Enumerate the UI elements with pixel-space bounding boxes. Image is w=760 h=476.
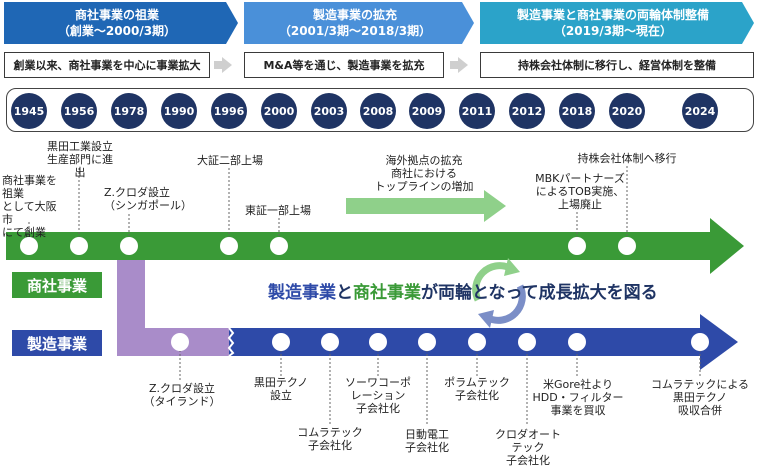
mfg-dot-2024 — [691, 333, 709, 351]
phase-1-header: 商社事業の祖業 （創業〜2000/3期） — [4, 2, 230, 44]
event-nichido: 日動電工 子会社化 — [405, 428, 449, 454]
year-1996: 1996 — [211, 93, 247, 129]
year-2000: 2000 — [261, 93, 297, 129]
trading-dot-2020 — [618, 237, 636, 255]
cycle-arrow-green — [472, 262, 512, 302]
mfg-dot-2008 — [369, 333, 387, 351]
mfg-dot-2012 — [518, 333, 536, 351]
phase-2-title: 製造事業の拡充 — [312, 8, 397, 22]
expansion-arrow — [346, 190, 506, 222]
year-2011: 2011 — [459, 93, 495, 129]
slogan: 製造事業と商社事業が両輪となって成長拡大を図る — [268, 278, 658, 303]
mfg-dot-2003 — [321, 333, 339, 351]
phase-2-desc: M&A等を通じ、製造事業を拡充 — [244, 52, 444, 78]
manufacturing-segment-tag: 製造事業 — [12, 330, 102, 356]
trading-dot-1996 — [220, 237, 238, 255]
trading-dot-1956 — [70, 237, 88, 255]
trading-dot-1978 — [120, 237, 138, 255]
year-2018: 2018 — [559, 93, 595, 129]
event-kuroda-autotech: クロダオート テック 子会社化 — [495, 428, 561, 467]
phase-arrow-2 — [244, 2, 474, 44]
year-2003: 2003 — [311, 93, 347, 129]
year-1945: 1945 — [11, 93, 47, 129]
year-2020: 2020 — [609, 93, 645, 129]
mfg-dot-2009 — [418, 333, 436, 351]
phase-1-title: 商社事業の祖業 — [74, 8, 159, 22]
year-2009: 2009 — [409, 93, 445, 129]
year-2008: 2008 — [360, 93, 396, 129]
phase-3-header: 製造事業と商社事業の両輪体制整備 （2019/3期〜現在） — [480, 2, 746, 44]
event-tokyo-listing: 東証一部上場 — [245, 204, 311, 217]
event-founding: 商社事業を祖業 として大阪市 にて創業 — [2, 174, 57, 239]
year-bar — [6, 88, 754, 132]
phase-arrow-1 — [4, 2, 238, 44]
trading-dot-2018 — [568, 237, 586, 255]
event-kuroda-techno: 黒田テクノ 設立 — [253, 376, 309, 402]
slogan-rest: が両輪となって成長拡大を図る — [421, 283, 658, 303]
event-gore-acquisition: 米Gore社より HDD・フィルター 事業を買収 — [532, 378, 624, 417]
year-2012: 2012 — [509, 93, 545, 129]
event-polamtech: ポラムテック 子会社化 — [444, 376, 510, 402]
slogan-trading: 商社事業 — [353, 283, 421, 303]
event-z-kuroda-singapore: Z.クロダ設立 （シンガポール） — [104, 186, 192, 212]
trading-dot-2000 — [270, 237, 288, 255]
phase-2-period: （2001/3期〜2018/3期） — [278, 24, 432, 38]
phase-arrow-3 — [480, 2, 754, 44]
mfg-dot-1990 — [171, 333, 189, 351]
year-1978: 1978 — [111, 93, 147, 129]
phase-2-header: 製造事業の拡充 （2001/3期〜2018/3期） — [244, 2, 466, 44]
phase-1-period: （創業〜2000/3期） — [57, 24, 177, 38]
event-komuratech: コムラテック 子会社化 — [297, 426, 363, 452]
mfg-dot-2018 — [568, 333, 586, 351]
manufacturing-connectors — [179, 350, 701, 426]
year-1956: 1956 — [61, 93, 97, 129]
phase-2-to-3-arrow — [458, 57, 468, 73]
event-z-kuroda-thailand: Z.クロダ設立 （タイランド） — [143, 382, 221, 408]
event-overseas-expansion: 海外拠点の拡充 商社における トップラインの増加 — [374, 154, 474, 193]
trading-connectors — [28, 166, 628, 238]
trading-bar — [6, 218, 744, 274]
mfg-dot-2000 — [272, 333, 290, 351]
year-2024: 2024 — [682, 93, 718, 129]
mfg-dot-2011 — [468, 333, 486, 351]
phase-1-to-2-arrow — [222, 57, 232, 73]
purple-branch-vertical — [117, 254, 145, 328]
phase-3-desc: 持株会社体制に移行し、経営体制を整備 — [480, 52, 754, 78]
event-mbk-tob: MBKパートナーズ によるTOB実施、 上場廃止 — [535, 172, 625, 211]
slogan-to: と — [336, 283, 353, 303]
trading-dot-1945 — [20, 237, 38, 255]
event-merger: コムラテックによる 黒田テクノ 吸収合併 — [650, 378, 750, 417]
phase-3-period: （2019/3期〜現在） — [553, 24, 673, 38]
trading-segment-tag: 商社事業 — [12, 272, 102, 298]
year-1990: 1990 — [161, 93, 197, 129]
event-kuroda-kogyo: 黒田工業設立 生産部門に進出 — [47, 140, 113, 179]
cycle-arrow-blue — [486, 284, 526, 324]
event-sowa: ソーワコーポ レーション 子会社化 — [345, 376, 411, 415]
slogan-manufacturing: 製造事業 — [268, 283, 336, 303]
phase-3-title: 製造事業と商社事業の両輪体制整備 — [516, 8, 709, 22]
event-osaka-listing: 大証二部上場 — [197, 154, 263, 167]
event-holding-company: 持株会社体制へ移行 — [577, 152, 677, 165]
phase-1-desc: 創業以来、商社事業を中心に事業拡大 — [4, 52, 210, 78]
